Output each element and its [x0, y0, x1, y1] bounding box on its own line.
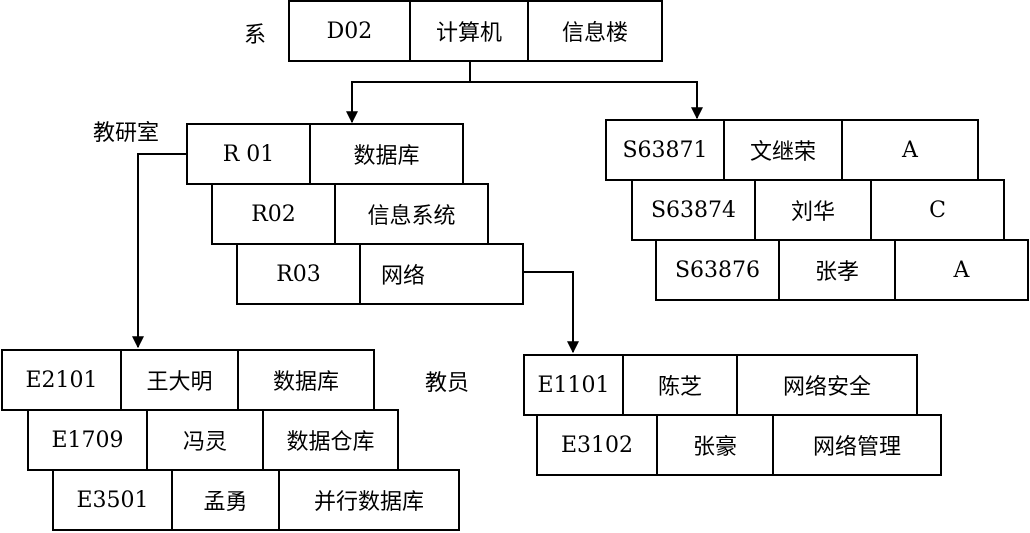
student-id: S63876 [657, 241, 780, 299]
student-grade: A [953, 257, 970, 283]
dept-id: D02 [290, 2, 411, 60]
student-name: 刘华 [756, 181, 872, 239]
student-grade: C [929, 197, 946, 223]
teacher-record: E1101 陈芝 网络安全 [523, 354, 918, 416]
student-id: S63874 [633, 181, 756, 239]
teacher-id: E3501 [54, 471, 173, 529]
teacher-name: 冯灵 [148, 411, 264, 469]
teacher-name: 王大明 [122, 351, 239, 409]
student-name: 文继荣 [725, 121, 843, 179]
student-grade: A [902, 137, 918, 163]
teacher-name: 陈芝 [624, 356, 738, 414]
dept-to-research-arrow [346, 62, 471, 124]
dept-building: 信息楼 [561, 21, 628, 46]
teacher-course: 数据仓库 [286, 430, 375, 455]
student-id: S63871 [607, 121, 725, 179]
research-label: 教研室 [93, 121, 160, 146]
student-record: S63874 刘华 C [631, 179, 1005, 241]
teacher-id: E1101 [525, 356, 624, 414]
student-name: 张孝 [780, 241, 896, 299]
research-id: R02 [213, 185, 336, 243]
research-record: R02 信息系统 [211, 183, 489, 245]
teacher-name: 孟勇 [173, 471, 280, 529]
research-record: R 01 数据库 [186, 123, 464, 185]
teacher-record: E3501 孟勇 并行数据库 [52, 469, 460, 531]
teacher-id: E3102 [538, 416, 658, 474]
teacher-course: 并行数据库 [313, 490, 424, 515]
teacher-course: 网络管理 [812, 435, 901, 460]
research-record: R03 网络 [236, 243, 524, 305]
research-to-teacher-arrow [132, 153, 190, 349]
network-to-teacher-arrow [523, 271, 579, 354]
research-id: R 01 [188, 125, 311, 183]
student-record: S63871 文继荣 A [605, 119, 979, 181]
teacher-name: 张豪 [658, 416, 774, 474]
dept-label: 系 [244, 23, 267, 48]
student-record: S63876 张孝 A [655, 239, 1029, 301]
dept-to-student-arrow [470, 81, 703, 120]
teacher-id: E1709 [29, 411, 148, 469]
research-id: R03 [238, 245, 361, 303]
teacher-id: E2101 [3, 351, 122, 409]
research-name: 信息系统 [367, 204, 456, 229]
teacher-course: 网络安全 [782, 375, 871, 400]
teacher-record: E1709 冯灵 数据仓库 [27, 409, 399, 471]
teacher-record: E3102 张豪 网络管理 [536, 414, 942, 476]
research-name: 数据库 [353, 144, 420, 169]
teacher-record: E2101 王大明 数据库 [1, 349, 375, 411]
teacher-label: 教员 [425, 371, 470, 396]
dept-record: D02 计算机 信息楼 [288, 0, 663, 62]
dept-name: 计算机 [411, 2, 529, 60]
research-name: 网络 [381, 264, 426, 289]
teacher-course: 数据库 [272, 370, 339, 395]
